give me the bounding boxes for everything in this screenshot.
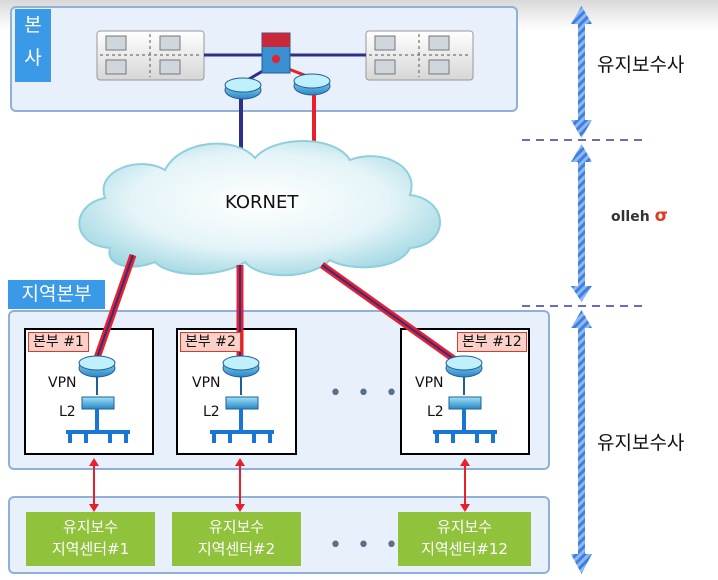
scope-arrow-top: [571, 6, 592, 138]
branch-ellipsis: • • •: [329, 381, 402, 406]
maintenance-label-top: 유지보수사: [597, 54, 685, 76]
branch-2-l2-label: L2: [203, 404, 220, 420]
olleh-logo: olleh σ: [611, 206, 668, 226]
branch-2-devices: [210, 355, 274, 443]
branch-tag-1: 본부 #1: [28, 332, 89, 352]
region-label: 지역본부: [8, 280, 105, 309]
olleh-wordmark: olleh: [611, 209, 650, 225]
branch-1-l2-label: L2: [59, 404, 76, 420]
branch-1-devices: [66, 355, 130, 443]
center-ellipsis: • • •: [329, 533, 402, 558]
scope-arrow-bottom: [571, 310, 592, 574]
maintenance-label-bottom: 유지보수사: [597, 432, 685, 454]
hq-router-left-icon: [224, 77, 262, 100]
hq-router-right-icon: [293, 73, 331, 96]
kornet-label: KORNET: [225, 192, 299, 213]
center-box-12: 유지보수 지역센터#12: [398, 512, 531, 566]
hq-core-switch-icon: [261, 32, 291, 74]
branch-12-vpn-label: VPN: [415, 375, 444, 391]
branch-tag-12: 본부 #12: [457, 332, 527, 352]
kornet-cloud-icon: [78, 140, 441, 277]
branch-tag-2: 본부 #2: [180, 332, 241, 352]
branch-1-vpn-label: VPN: [48, 375, 77, 391]
olleh-mark-icon: σ: [654, 206, 668, 226]
center-box-1: 유지보수 지역센터#1: [26, 512, 155, 566]
hq-label: 본 사: [15, 9, 51, 82]
hq-pc-group-right: [365, 30, 474, 81]
scope-arrow-mid: [571, 144, 592, 302]
branch-12-l2-label: L2: [427, 404, 444, 420]
branch-12-devices: [433, 355, 497, 443]
branch-2-vpn-label: VPN: [192, 375, 221, 391]
center-box-2: 유지보수 지역센터#2: [172, 512, 301, 566]
branch-center-arrows: [89, 458, 470, 512]
hq-pc-group-left: [96, 30, 205, 81]
